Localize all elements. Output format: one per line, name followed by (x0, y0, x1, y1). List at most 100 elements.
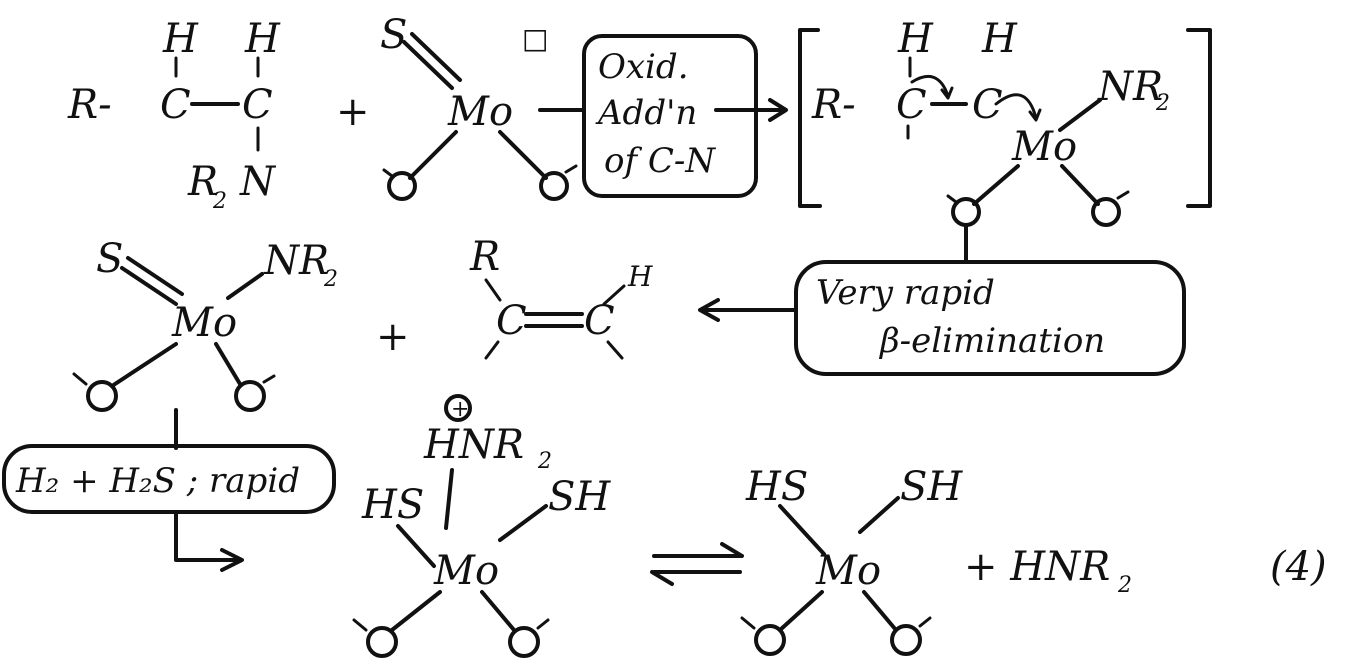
oxidative-addition-box: Oxid. Add'n of C-N (582, 34, 758, 198)
row2-oxygen-left (86, 380, 118, 412)
reaction-arrow-3-head (220, 548, 244, 572)
row3-atom-sh: SH (548, 474, 611, 520)
oxid-label-line2: Add'n (595, 93, 697, 133)
bracket-left (798, 28, 822, 208)
final-atom-mo: Mo (815, 548, 881, 594)
h2-h2s-frame (2, 444, 336, 514)
oxidative-addition-frame (582, 34, 758, 198)
row2-bond-mo-o-left (110, 342, 178, 388)
reaction-arrow-3 (174, 510, 240, 562)
bond-s-mo-b (410, 32, 462, 82)
int-atom-h-2: H (981, 16, 1018, 62)
cation-charge-sign: + (451, 397, 469, 422)
row2-atom-mo: Mo (171, 300, 237, 346)
row2-bond-mo-o-right (214, 342, 242, 386)
row3-bond-n-mo (444, 468, 454, 530)
int-atom-r: R- (811, 82, 856, 128)
oxygen-right (539, 171, 569, 201)
reaction-arrow-1-head (768, 98, 788, 122)
alkene-product: R C C H (469, 234, 653, 360)
oxygen-right-tick (564, 164, 578, 174)
plus-sign-1: + (336, 89, 370, 135)
mo-dithiol-site: HS SH Mo (740, 464, 963, 656)
row2-bond-s-mo-a (120, 266, 178, 306)
alkene-bond-left-down (484, 340, 500, 360)
mo-sulfide-site: S □ Mo (380, 12, 578, 201)
int-atom-c-2: C (972, 82, 1003, 128)
atom-c-1: C (160, 82, 191, 128)
beta-label-line1: Very rapid (816, 273, 995, 313)
row3-bond-sh-mo (498, 504, 548, 542)
alkene-atom-h: H (627, 260, 653, 293)
row3-oxygen-left (366, 626, 398, 658)
curved-arrow-2 (994, 93, 1038, 120)
row3-atom-hs: HS (361, 482, 424, 528)
bracketed-intermediate: H H R- C C NR 2 Mo (798, 16, 1212, 227)
atom-r2: R (187, 159, 218, 205)
oxid-label-line3: of C-N (604, 141, 716, 181)
final-bond-sh-mo (858, 496, 900, 534)
atom-mo: Mo (447, 89, 513, 135)
row3-oxygen-left-tick (352, 618, 368, 632)
beta-elimination-frame (794, 260, 1186, 376)
final-oxygen-left (754, 624, 786, 656)
alkene-bond-h (602, 284, 626, 306)
int-atom-mo: Mo (1011, 124, 1077, 170)
beta-label-line2: β-elimination (878, 321, 1105, 361)
final-atom-sh: SH (900, 464, 963, 510)
beta-elimination-box: Very rapid β-elimination (794, 260, 1186, 376)
final-bond-mo-o-right (862, 590, 898, 632)
row2-atom-nr: NR (263, 238, 329, 284)
bond-mo-o-right (498, 130, 548, 180)
int-subscript-2: 2 (1155, 91, 1170, 116)
row3-atom-hnr: HNR (423, 422, 524, 468)
mo-amido-product: S NR 2 Mo (72, 236, 338, 412)
row2-oxygen-right (234, 380, 266, 412)
cation-charge-icon (444, 394, 472, 422)
amine-substrate: H H R- C C R 2 N (67, 16, 281, 214)
int-atom-c-1: C (896, 82, 927, 128)
int-bond-mo-o-right (1060, 164, 1100, 206)
atom-h-2: H (244, 16, 281, 62)
row3-oxygen-right-tick (536, 618, 550, 630)
atom-r-dash: R- (67, 82, 112, 128)
row2-atom-s: S (96, 236, 123, 282)
int-oxygen-right (1091, 197, 1121, 227)
atom-n: N (239, 159, 277, 205)
int-oxygen-left-tick (946, 194, 958, 204)
row3-oxygen-right (508, 626, 540, 658)
subscript-2: 2 (212, 189, 227, 214)
plus-sign-2: + (376, 314, 410, 360)
oxygen-left-tick (382, 168, 394, 178)
reaction-arrow-2-head (698, 298, 720, 322)
row2-bond-mo-n (226, 272, 264, 300)
oxid-label-line1: Oxid. (598, 47, 689, 87)
atom-c-2: C (242, 82, 273, 128)
curved-arrow-1-head (940, 86, 954, 100)
int-oxygen-right-tick (1116, 190, 1130, 200)
int-atom-h-1: H (897, 16, 934, 62)
free-amine-product: + HNR (964, 544, 1110, 590)
row2-oxygen-left-tick (72, 372, 88, 386)
alkene-atom-c-1: C (496, 298, 527, 344)
final-oxygen-right (890, 624, 922, 656)
int-bond-mo-o-left (972, 164, 1020, 206)
curved-arrow-2-head (1028, 108, 1042, 122)
atom-s: S (380, 12, 407, 58)
equilibrium-arrows (650, 542, 744, 586)
row3-bond-hs-mo (396, 524, 436, 568)
final-oxygen-right-tick (918, 616, 932, 628)
protonated-amine-complex: + HNR 2 HS SH Mo (352, 394, 611, 658)
bond-s-mo-a (402, 40, 454, 90)
final-atom-hs: HS (745, 464, 808, 510)
int-atom-nr: NR (1097, 64, 1163, 110)
final-bond-mo-o-left (778, 590, 824, 632)
h2-h2s-label: H₂ + H₂S ; rapid (15, 461, 300, 501)
int-bond-mo-n (1058, 98, 1102, 132)
curved-arrow-1 (910, 74, 950, 98)
row3-atom-mo: Mo (433, 548, 499, 594)
free-amine-subscript-2: 2 (1117, 573, 1132, 598)
alkene-atom-r: R (469, 234, 500, 280)
alkene-bond-r (484, 278, 502, 302)
final-bond-hs-mo (778, 504, 826, 556)
